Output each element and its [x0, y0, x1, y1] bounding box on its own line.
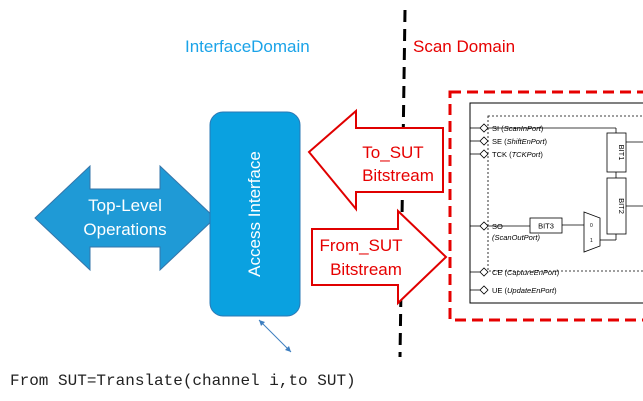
connector-line	[258, 319, 292, 353]
scan-mux	[583, 211, 601, 253]
bit3-label: BIT3	[538, 222, 554, 231]
to-sut-arrow	[307, 108, 444, 212]
port-se-diamond	[479, 136, 489, 146]
access-interface-box	[209, 111, 301, 317]
port-ue-diamond	[479, 285, 489, 295]
mux-input-1: 1	[590, 238, 593, 244]
port-ce-label: CE (CaptureEnPort)	[492, 268, 560, 277]
connector-arrowhead-top	[259, 320, 265, 326]
scan-domain-region	[448, 90, 643, 322]
bit1-label: BIT1	[617, 145, 626, 161]
top-level-operations-arrow	[34, 164, 216, 272]
port-se-label: SE (ShiftEnPort)	[492, 137, 548, 146]
bit2-register	[606, 177, 627, 235]
bit1-register	[606, 132, 627, 173]
port-ce-diamond	[479, 267, 489, 277]
bit2-label: BIT2	[617, 198, 626, 214]
to-sut-label: To_SUT	[362, 143, 423, 162]
from-sut-label: From_SUT	[319, 236, 402, 255]
connector-arrowhead-bottom	[285, 346, 291, 352]
scan-domain-label: Scan Domain	[413, 37, 516, 56]
top-level-operations-line2: Operations	[83, 220, 166, 239]
top-level-operations-line1: Top-Level	[88, 196, 162, 215]
port-tck-label: TCK (TCKPort)	[492, 150, 543, 159]
port-tck-diamond	[479, 149, 489, 159]
access-interface-label: Access Interface	[245, 151, 264, 277]
port-so-name: SO	[492, 222, 503, 231]
mux-input-0: 0	[590, 223, 593, 229]
bit3-register	[529, 217, 563, 234]
port-so-port: (ScanOutPort)	[492, 233, 540, 242]
translate-formula: From SUT=Translate(channel i,to SUT)	[10, 372, 356, 390]
from-sut-arrow	[311, 208, 448, 306]
scan-block-inner	[487, 115, 643, 272]
port-si-label: SI (ScanInPort)	[492, 124, 544, 133]
from-sut-bitstream-label: Bitstream	[330, 260, 402, 279]
scan-segment-block: SI (ScanInPort) SE (ShiftEnPort) TCK (TC…	[469, 102, 643, 304]
to-sut-bitstream-label: Bitstream	[362, 166, 434, 185]
port-ue-label: UE (UpdateEnPort)	[492, 286, 557, 295]
interface-domain-label: InterfaceDomain	[185, 37, 310, 56]
